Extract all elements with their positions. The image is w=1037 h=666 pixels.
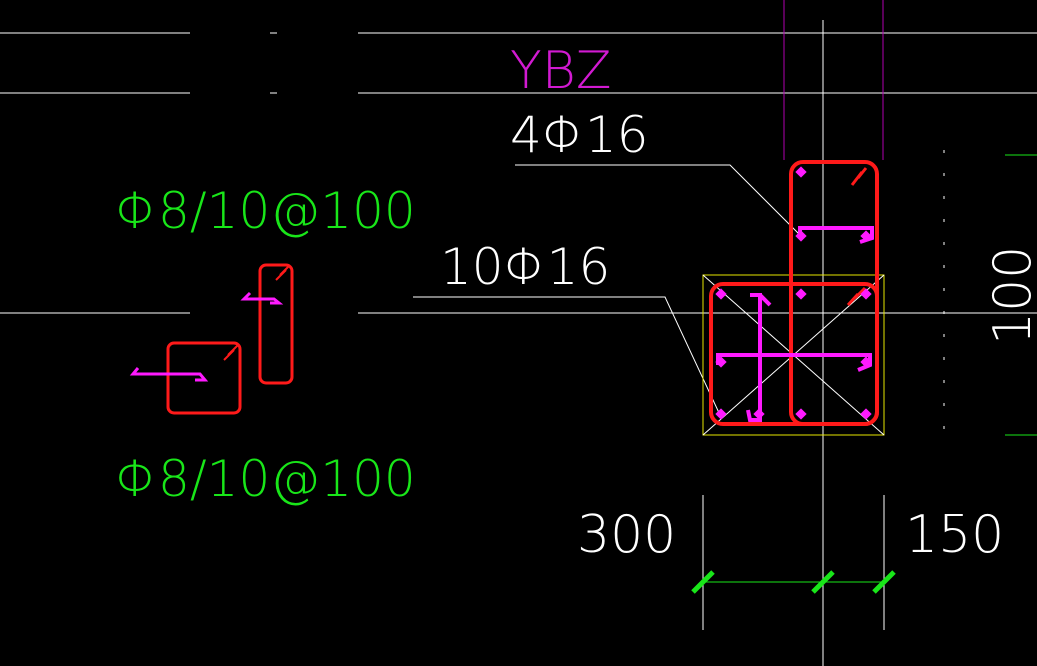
stirrup-top-label: Φ8/10@100 — [115, 182, 416, 240]
stirrup-square-hook — [223, 344, 239, 361]
bottom-dimension — [691, 495, 896, 630]
wall-outline — [783, 0, 884, 160]
tie-hook-v2 — [758, 293, 772, 307]
dim-vertical-label: 100 — [983, 246, 1037, 345]
hoop-hook-mid — [846, 286, 867, 307]
tie-upper — [798, 226, 874, 244]
grid-lines — [0, 20, 1037, 666]
leader-lines — [413, 164, 801, 416]
dim-tick-center — [811, 570, 835, 594]
hoop-horizontal-leg[interactable] — [709, 282, 879, 426]
tie-cross-h — [716, 353, 872, 372]
dim-tick-right — [872, 570, 896, 594]
stirrup-tall[interactable] — [258, 263, 294, 385]
dim-left-label: 300 — [577, 505, 676, 565]
hoop-hook-top — [850, 167, 868, 186]
right-dimension — [1005, 154, 1037, 436]
tie-detail-lower[interactable] — [129, 367, 209, 382]
stirrup-square[interactable] — [166, 341, 242, 415]
rebar-dots — [715, 166, 872, 420]
lower-bars-label: 10Φ16 — [440, 238, 610, 296]
tie-cross-v — [746, 293, 762, 422]
dim-tick-left — [691, 570, 715, 594]
dim-right-label: 150 — [905, 505, 1004, 565]
stirrup-details[interactable] — [129, 263, 294, 415]
column-tag-label: YBZ — [510, 41, 611, 101]
tie-detail-upper[interactable] — [240, 291, 284, 305]
section-hoops[interactable] — [709, 160, 879, 426]
stirrup-bottom-label: Φ8/10@100 — [115, 450, 416, 508]
leader-upper-bars — [515, 164, 801, 236]
stirrup-tall-hook — [275, 264, 291, 281]
section-ties[interactable] — [716, 226, 874, 422]
upper-bars-label: 4Φ16 — [510, 106, 648, 164]
leader-lower-bars — [413, 296, 721, 416]
column-outline[interactable] — [702, 274, 885, 436]
